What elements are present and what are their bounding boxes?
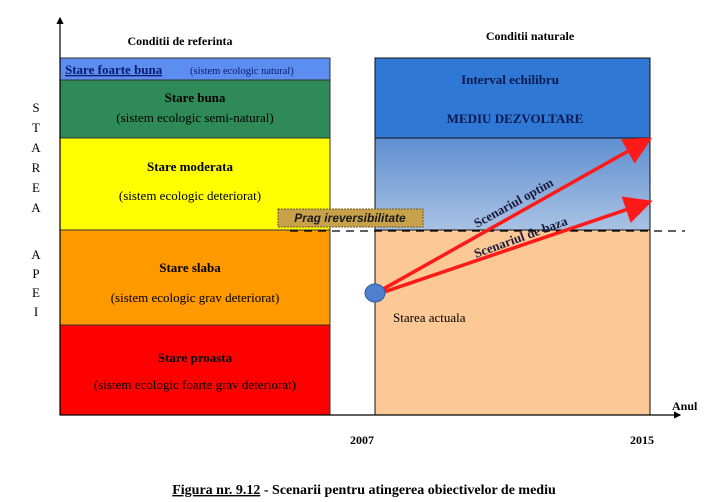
y-letter: S <box>32 100 39 115</box>
caption-text: - Scenarii pentru atingerea obiectivelor… <box>260 483 556 498</box>
state-0-subtitle: (sistem ecologic natural) <box>190 66 294 77</box>
state-box-poor <box>59 229 331 326</box>
header-reference: Conditii de referinta <box>127 34 232 48</box>
natural-box-equilibrium <box>374 57 651 139</box>
state-box-good <box>59 79 331 139</box>
state-4-subtitle: (sistem ecologic foarte grav deteriorat) <box>94 377 296 392</box>
y-letter: E <box>32 180 40 195</box>
optimal-scenario-arrow <box>377 137 653 294</box>
y-letter: A <box>31 140 41 155</box>
state-4-title: Stare proasta <box>158 350 233 365</box>
header-natural: Conditii naturale <box>486 29 575 43</box>
caption-number: Figura nr. 9.12 <box>172 483 260 498</box>
state-3-subtitle: (sistem ecologic grav deteriorat) <box>111 290 280 305</box>
base-scenario-arrow <box>377 196 653 296</box>
y-letter: R <box>32 160 41 175</box>
state-2-subtitle: (sistem ecologic deteriorat) <box>119 188 261 203</box>
y-letter: I <box>34 304 38 319</box>
state-1-subtitle: (sistem ecologic semi-natural) <box>116 110 273 125</box>
figure-caption: Figura nr. 9.12 - Scenarii pentru atinge… <box>172 483 556 498</box>
y-letter: P <box>32 266 39 281</box>
natural-line2: MEDIU DEZVOLTARE <box>447 111 584 126</box>
y-letter: A <box>31 200 41 215</box>
natural-box-lower <box>374 229 651 416</box>
y-axis-label: S T A R E A A P E I <box>31 100 41 319</box>
state-box-bad <box>59 324 331 416</box>
current-state-point <box>364 283 386 303</box>
state-0-title: Stare foarte buna <box>65 62 163 77</box>
state-3-title: Stare slaba <box>159 260 221 275</box>
state-2-title: Stare moderata <box>147 159 234 174</box>
x-tick-2007: 2007 <box>350 433 374 447</box>
threshold-label: Prag ireversibilitate <box>294 211 406 225</box>
y-letter: E <box>32 285 40 300</box>
y-letter: T <box>32 120 40 135</box>
y-letter: A <box>31 247 41 262</box>
state-1-title: Stare buna <box>165 90 226 105</box>
natural-line1: Interval echilibru <box>461 72 559 87</box>
current-state-label: Starea actuala <box>393 310 466 325</box>
threshold-label-box <box>277 208 424 228</box>
x-axis-label: Anul <box>672 399 698 413</box>
x-tick-2015: 2015 <box>630 433 654 447</box>
